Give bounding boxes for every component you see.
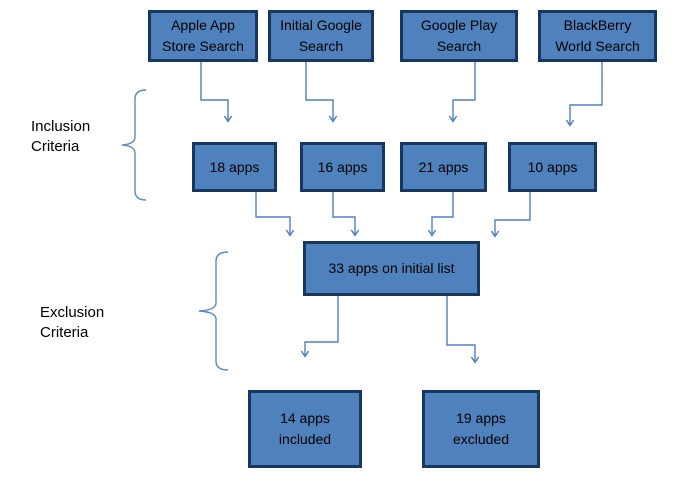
box-33-apps-initial-list: 33 apps on initial list [303,241,480,296]
connector-blackberry-to-10-apps [565,62,603,127]
connector-apple-to-18-apps [200,62,233,123]
box-label: Apple App Store Search [162,17,244,54]
box-label: 10 apps [527,158,578,175]
box-label: 21 apps [418,158,469,175]
box-label: 16 apps [317,158,368,175]
box-10-apps: 10 apps [508,142,597,192]
exclusion-criteria-label: Exclusion Criteria [40,304,105,341]
exclusion-criteria-brace [198,251,229,371]
box-label: Initial Google Search [280,17,362,54]
box-label: 18 apps [209,158,260,175]
connector-initial-list-to-excluded [446,296,480,364]
box-label: BlackBerry World Search [555,17,640,54]
connector-initial-list-to-included [300,296,339,358]
box-18-apps: 18 apps [192,142,277,192]
box-label: 14 apps included [278,410,332,447]
box-14-apps-included: 14 apps included [248,390,362,468]
box-google-play-search: Google Play Search [400,10,518,62]
connector-10-apps-to-initial-list [490,192,531,238]
connector-21-apps-to-initial-list [427,192,454,237]
connector-16-apps-to-initial-list [332,192,360,237]
box-initial-google-search: Initial Google Search [268,10,374,62]
box-19-apps-excluded: 19 apps excluded [422,390,540,468]
connector-18-apps-to-initial-list [255,192,295,237]
box-apple-app-store-search: Apple App Store Search [148,10,258,62]
inclusion-criteria-label: Inclusion Criteria [31,118,91,155]
box-label: 33 apps on initial list [328,260,455,276]
box-label: 19 apps excluded [452,410,510,447]
box-16-apps: 16 apps [300,142,385,192]
connector-googleplay-to-21-apps [448,62,476,123]
box-blackberry-world-search: BlackBerry World Search [538,10,657,62]
box-label: Google Play Search [420,17,498,54]
box-21-apps: 21 apps [400,142,487,192]
connector-google-to-16-apps [305,62,338,123]
inclusion-criteria-brace [121,89,147,201]
